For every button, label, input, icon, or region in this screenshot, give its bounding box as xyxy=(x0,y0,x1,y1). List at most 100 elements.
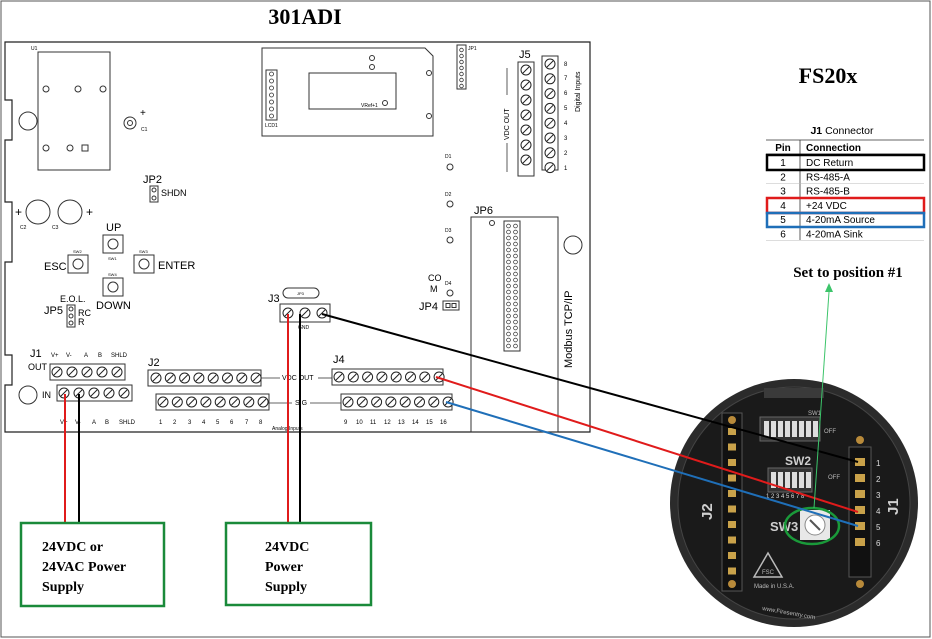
sig-label: SIG xyxy=(295,400,307,407)
position-note: Set to position #1 xyxy=(793,265,903,281)
svg-text:5: 5 xyxy=(216,420,220,426)
table-cell-pin: 1 xyxy=(780,158,786,169)
sw2-keys xyxy=(771,472,811,488)
lcd-window xyxy=(308,72,397,110)
table-cell-connection: 4-20mA Source xyxy=(806,215,875,226)
capacitor-c3-icon xyxy=(57,199,83,225)
svg-text:V-: V- xyxy=(66,353,72,359)
ps1-line1: 24VDC or xyxy=(42,540,103,555)
table-cell-connection: RS-485-B xyxy=(806,187,850,198)
modbus-label: Modbus TCP/IP xyxy=(563,291,575,368)
svg-text:B: B xyxy=(105,420,109,426)
fs20x-sensor: J2 J1 1 2 3 4 5 6 OFF SW1 SW2 1 2 3 4 5 … xyxy=(670,379,918,627)
svg-text:V-: V- xyxy=(75,420,81,426)
jp3-jumper xyxy=(282,287,320,299)
power-supply-1: 24VDC or 24VAC Power Supply xyxy=(19,521,166,608)
table-title: J1 Connector xyxy=(810,125,874,137)
ps2-line1: 24VDC xyxy=(265,540,309,555)
sw3-highlight-ellipse xyxy=(783,506,841,546)
svg-text:15: 15 xyxy=(426,420,433,426)
svg-text:1: 1 xyxy=(564,166,568,172)
svg-text:D1: D1 xyxy=(445,154,452,160)
table-header-pin: Pin xyxy=(775,143,791,154)
svg-text:7: 7 xyxy=(564,76,568,82)
esc-button xyxy=(67,254,89,274)
sensor-j1-pin-numbers: 1 2 3 4 5 6 xyxy=(876,459,881,548)
sensor-title: FS20x xyxy=(799,63,858,88)
leader-arrow-icon xyxy=(825,283,833,292)
sw1-off-label: OFF xyxy=(824,429,836,435)
out-label: OUT xyxy=(28,362,48,372)
gnd-label: GND xyxy=(298,325,310,331)
fsc-logo-icon xyxy=(752,551,784,578)
wire-gnd-black xyxy=(321,313,859,463)
svg-text:D3: D3 xyxy=(445,228,452,234)
lcd-outline xyxy=(261,47,434,137)
svg-text:A: A xyxy=(84,353,88,359)
row-highlight-black xyxy=(765,153,926,172)
capacitor-c1-icon xyxy=(123,116,137,130)
j3-label: J3 xyxy=(268,293,280,305)
enter-label: ENTER xyxy=(158,260,195,272)
table-cell-pin: 2 xyxy=(780,172,786,183)
table-cell-connection: DC Return xyxy=(806,158,853,169)
board-title: 301ADI xyxy=(268,4,341,29)
sensor-brand: FSC xyxy=(762,570,775,576)
svg-text:8: 8 xyxy=(564,62,568,68)
sensor-j2-header xyxy=(721,412,743,592)
in-label: IN xyxy=(42,390,51,400)
mounting-hole-icon xyxy=(563,235,583,255)
sensor-j2-label: J2 xyxy=(699,503,716,520)
ps1-line3: Supply xyxy=(42,580,84,595)
svg-text:1: 1 xyxy=(876,459,881,468)
vref-label: VRef+1 xyxy=(361,103,378,109)
svg-text:+: + xyxy=(15,205,22,219)
ps2-line3: Supply xyxy=(265,580,307,595)
u1-component xyxy=(37,51,111,171)
jp2-header xyxy=(149,185,159,203)
esc-label: ESC xyxy=(44,261,67,273)
board-outline xyxy=(4,41,591,433)
j1-top-pin-labels: V+ V- A B SHLD xyxy=(51,353,128,359)
sw3-label: SW3 xyxy=(139,249,148,254)
lcd1-label: LCD1 xyxy=(265,123,278,129)
enter-button xyxy=(133,254,155,274)
rc-label: RC xyxy=(78,308,91,318)
wire-vdc-red xyxy=(435,376,859,513)
table-cell-pin: 3 xyxy=(780,187,786,198)
jp3-label: JP3 xyxy=(297,291,305,296)
sensor-j1-pins xyxy=(855,458,865,546)
svg-text:3: 3 xyxy=(188,420,192,426)
table-header-connection: Connection xyxy=(806,143,861,154)
svg-text:8: 8 xyxy=(259,420,263,426)
j5-label: J5 xyxy=(519,49,531,61)
jp6-label: JP6 xyxy=(474,205,493,217)
sw1-label: SW1 xyxy=(108,256,117,261)
j5-pin-numbers: 8 7 6 5 4 3 2 1 xyxy=(564,62,568,172)
c3-label: C3 xyxy=(52,225,59,231)
r-label: R xyxy=(78,317,85,327)
sw2-label: SW2 xyxy=(73,249,82,254)
sensor-j2-pins xyxy=(728,428,736,575)
wire-sig-blue xyxy=(445,401,859,527)
wires xyxy=(64,313,859,527)
svg-text:16: 16 xyxy=(440,420,447,426)
svg-text:9: 9 xyxy=(344,420,348,426)
jp5-label: JP5 xyxy=(44,305,63,317)
svg-text:11: 11 xyxy=(370,420,377,426)
table-cell-connection: +24 VDC xyxy=(806,201,847,212)
j2-sig-terminal xyxy=(155,393,270,411)
svg-text:V+: V+ xyxy=(51,353,59,359)
svg-text:A: A xyxy=(92,420,96,426)
jp4-label: JP4 xyxy=(419,301,438,313)
svg-text:2: 2 xyxy=(173,420,177,426)
vdc-out-label: VDC OUT xyxy=(282,375,314,382)
jp1-label: JP1 xyxy=(468,46,477,52)
sw1-keys xyxy=(764,421,818,437)
jp6-modbus-module xyxy=(470,216,559,433)
table-cell-connection: RS-485-A xyxy=(806,172,850,183)
c1-label: C1 xyxy=(141,127,148,133)
power-supply-1-box xyxy=(19,521,166,608)
